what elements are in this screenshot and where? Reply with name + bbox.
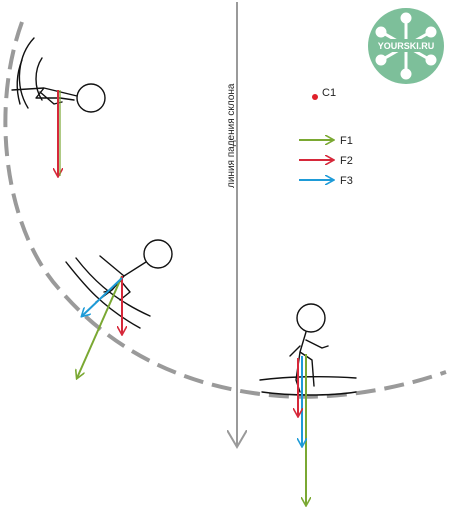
center-label: C1 (322, 87, 336, 99)
skier-2-head (143, 239, 173, 269)
turn-arc (3, 21, 447, 399)
skier-2-body (95, 255, 147, 303)
skier-1-ski-track-2 (35, 57, 43, 101)
skier-3-ski-track (259, 375, 357, 381)
legend-label-f3: F3 (340, 175, 353, 187)
skier-1 (11, 37, 106, 113)
skier-1-ski-track (18, 37, 35, 109)
center-point (312, 94, 318, 100)
skier-3-body (289, 331, 329, 393)
skier-2-ski-track-2 (75, 257, 151, 317)
skier-3-head (296, 303, 326, 333)
skier-2-force-f3 (82, 277, 123, 316)
skier-2 (65, 239, 173, 329)
skier-2-ski-track (65, 261, 141, 329)
logo: YOURSKI.RU (368, 8, 444, 84)
skier-1-head (76, 83, 106, 113)
fall-line-label: линия падения склона (226, 83, 237, 188)
legend: F1 F2 F3 (299, 135, 353, 187)
logo-text: YOURSKI.RU (378, 41, 435, 51)
legend-label-f2: F2 (340, 155, 353, 167)
snowflake-icon (375, 12, 437, 80)
legend-label-f1: F1 (340, 135, 353, 147)
skier-3 (259, 303, 357, 396)
skier-2-force-f1 (77, 275, 123, 378)
skier-1-ski-track-3 (16, 59, 23, 105)
skier-3-ski-track-2 (261, 391, 357, 396)
